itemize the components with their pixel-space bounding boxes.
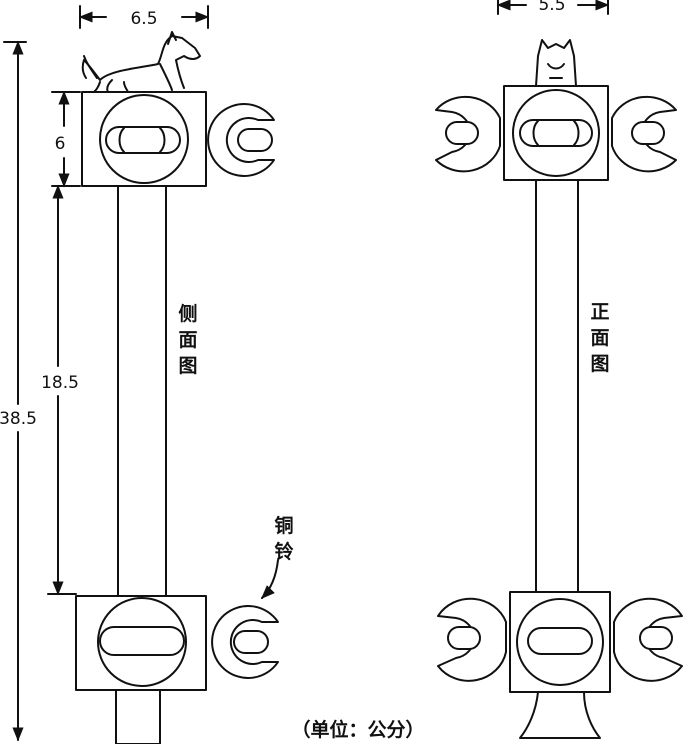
front-bottom-right-bell [613, 597, 683, 682]
side-bottom-slot [99, 626, 185, 656]
side-top-bell [207, 103, 275, 177]
svg-text:图: 图 [590, 353, 609, 375]
svg-text:面: 面 [178, 329, 197, 351]
front-bottom-left-bell [437, 597, 507, 682]
front-top-right-bell [611, 95, 677, 173]
svg-text:铜: 铜 [274, 514, 293, 537]
horse-figurine [81, 31, 201, 93]
front-tail-base [519, 691, 601, 739]
unit-caption: （单位：公分） [291, 718, 424, 741]
side-top-slot [105, 126, 181, 154]
svg-text:图: 图 [178, 355, 197, 377]
front-bottom-slot [527, 627, 593, 655]
side-bottom-bell [211, 605, 279, 679]
front-top-slot [519, 119, 593, 147]
bell-label: 铜 铃 [274, 514, 293, 563]
front-view-label: 正 面 图 [590, 301, 609, 375]
front-view [435, 39, 683, 739]
dim-middle-height: 18.5 [41, 373, 79, 393]
front-top-left-bell [435, 95, 501, 173]
side-view-label: 侧 面 图 [178, 303, 197, 377]
svg-text:铃: 铃 [274, 540, 293, 563]
horse-head [535, 39, 577, 87]
dimension-lines [3, 0, 610, 742]
dim-total-height: 38.5 [0, 409, 37, 429]
svg-text:面: 面 [590, 327, 609, 349]
bell-pointer-arrow [261, 559, 279, 599]
dim-top-height: 6 [55, 134, 66, 154]
svg-text:正: 正 [590, 301, 609, 323]
side-view [75, 31, 279, 744]
side-pole-base [115, 689, 161, 744]
svg-text:侧: 侧 [178, 303, 197, 325]
dim-front-width: 5.5 [538, 0, 565, 15]
front-pole [535, 179, 579, 593]
side-pole [117, 185, 167, 597]
dim-side-width: 6.5 [130, 9, 157, 29]
